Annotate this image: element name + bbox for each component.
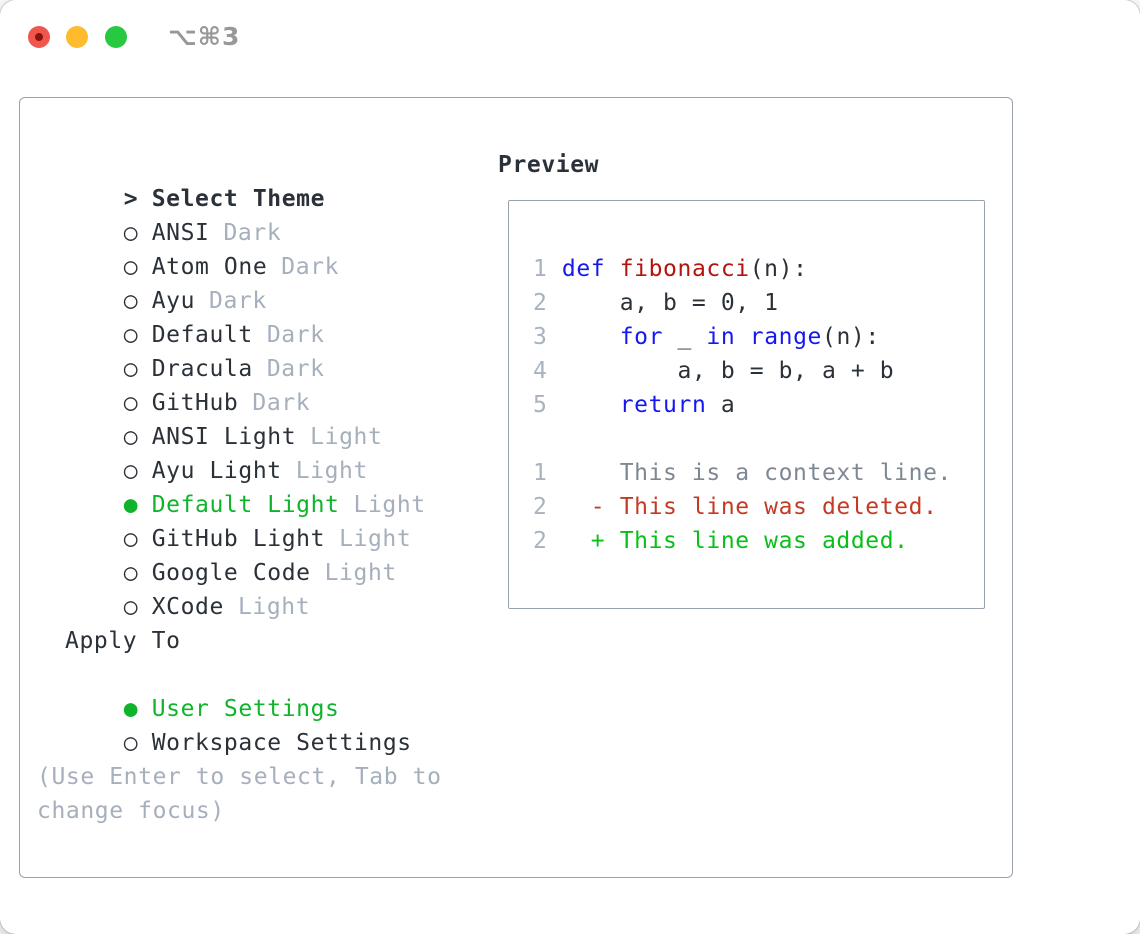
theme-name: ANSI Light xyxy=(151,424,297,450)
radio-icon: ○ xyxy=(123,390,139,416)
radio-icon: ○ xyxy=(123,220,139,246)
apply-option-name: User Settings xyxy=(151,696,340,722)
theme-option-xcode-light[interactable]: ○ XCode Light xyxy=(37,556,442,620)
radio-icon: ○ xyxy=(123,730,139,756)
diff-context-line: 1 This is a context line. xyxy=(533,460,952,486)
keyword: for xyxy=(619,324,664,350)
theme-option-ayu-light[interactable]: ○ Ayu Light Light xyxy=(37,420,442,484)
theme-name: Google Code xyxy=(151,560,311,586)
theme-option-dracula-dark[interactable]: ○ Dracula Dark xyxy=(37,318,442,382)
theme-variant: Dark xyxy=(252,390,311,416)
theme-variant: Light xyxy=(353,492,426,518)
theme-option-github-light[interactable]: ○ GitHub Light Light xyxy=(37,488,442,552)
theme-option-ayu-dark[interactable]: ○ Ayu Dark xyxy=(37,250,442,314)
theme-name: Atom One xyxy=(151,254,268,280)
theme-option-google-code-light[interactable]: ○ Google Code Light xyxy=(37,522,442,586)
radio-icon: ○ xyxy=(123,254,139,280)
theme-variant: Dark xyxy=(209,288,267,314)
apply-option-name: Workspace Settings xyxy=(151,730,412,756)
diff-added-line: 2 + This line was added. xyxy=(533,528,909,554)
theme-name: Ayu Light xyxy=(151,458,282,484)
zoom-icon[interactable] xyxy=(105,26,127,48)
line-number: 2 xyxy=(533,528,548,554)
diff-preview: 1 This is a context line. 2 - This line … xyxy=(533,456,984,558)
theme-variant: Light xyxy=(339,526,412,552)
theme-option-github-dark[interactable]: ○ GitHub Dark xyxy=(37,352,442,416)
radio-icon: ○ xyxy=(123,526,139,552)
help-text: (Use Enter to select, Tab to change focu… xyxy=(37,760,442,828)
theme-variant: Light xyxy=(295,458,368,484)
code-line: 4 a, b = b, a + b xyxy=(533,358,895,384)
theme-name: Dracula xyxy=(151,356,253,382)
radio-icon: ○ xyxy=(123,594,139,620)
line-number: 1 xyxy=(533,256,548,282)
apply-option-workspace-settings[interactable]: ○ Workspace Settings xyxy=(37,692,442,756)
theme-list-header: > Select Theme xyxy=(37,148,442,212)
theme-name: ANSI xyxy=(151,220,210,246)
theme-option-default-light[interactable]: ● Default Light Light xyxy=(37,454,442,518)
theme-variant: Light xyxy=(237,594,311,620)
cursor-icon: > xyxy=(123,186,139,212)
help-line: (Use Enter to select, Tab to xyxy=(37,764,442,790)
radio-icon: ● xyxy=(123,696,139,722)
line-number: 2 xyxy=(533,494,548,520)
keyword: def xyxy=(561,256,606,282)
line-number: 1 xyxy=(533,460,548,486)
apply-to-label: Apply To xyxy=(65,628,181,654)
function-name: fibonacci xyxy=(619,256,750,282)
builtin-function: range xyxy=(749,324,822,350)
theme-option-default-dark[interactable]: ○ Default Dark xyxy=(37,284,442,348)
code-line: 5 return a xyxy=(533,392,736,418)
diff-deleted-line: 2 - This line was deleted. xyxy=(533,494,938,520)
preview-title: Preview xyxy=(498,152,600,178)
radio-icon: ○ xyxy=(123,322,139,348)
theme-name: XCode xyxy=(151,594,224,620)
radio-icon: ○ xyxy=(123,458,139,484)
theme-name: Default xyxy=(151,322,253,348)
theme-name: GitHub xyxy=(151,390,239,416)
radio-icon: ● xyxy=(123,492,139,518)
radio-icon: ○ xyxy=(123,424,139,450)
line-number: 3 xyxy=(533,324,548,350)
keyword: in xyxy=(706,324,736,350)
theme-variant: Light xyxy=(310,424,383,450)
theme-name: Ayu xyxy=(151,288,196,314)
radio-icon: ○ xyxy=(123,288,139,314)
help-line: change focus) xyxy=(37,798,225,824)
code-preview: 1 def fibonacci(n): 2 a, b = 0, 1 3 for … xyxy=(533,252,984,422)
preview-pane: 1 def fibonacci(n): 2 a, b = 0, 1 3 for … xyxy=(508,200,985,609)
theme-option-ansi-light[interactable]: ○ ANSI Light Light xyxy=(37,386,442,450)
minimize-icon[interactable] xyxy=(66,26,88,48)
code-line: 2 a, b = 0, 1 xyxy=(533,290,779,316)
code-line: 1 def fibonacci(n): xyxy=(533,256,808,282)
line-number: 5 xyxy=(533,392,548,418)
line-number: 2 xyxy=(533,290,548,316)
theme-variant: Dark xyxy=(266,322,325,348)
theme-option-ansi-dark[interactable]: ○ ANSI Dark xyxy=(37,182,442,246)
line-number: 4 xyxy=(533,358,548,384)
theme-variant: Dark xyxy=(281,254,340,280)
apply-option-user-settings[interactable]: ● User Settings xyxy=(37,658,442,722)
theme-option-atom-one-dark[interactable]: ○ Atom One Dark xyxy=(37,216,442,280)
theme-name: Default Light xyxy=(151,492,340,518)
theme-list-title: Select Theme xyxy=(151,186,326,212)
code-line: 3 for _ in range(n): xyxy=(533,324,880,350)
theme-variant: Dark xyxy=(266,356,325,382)
keyword: return xyxy=(619,392,707,418)
window-title: ⌥⌘3 xyxy=(168,22,241,51)
theme-variant: Light xyxy=(324,560,397,586)
radio-icon: ○ xyxy=(123,560,139,586)
theme-name: GitHub Light xyxy=(151,526,326,552)
radio-icon: ○ xyxy=(123,356,139,382)
close-icon[interactable] xyxy=(28,26,50,48)
theme-variant: Dark xyxy=(223,220,282,246)
